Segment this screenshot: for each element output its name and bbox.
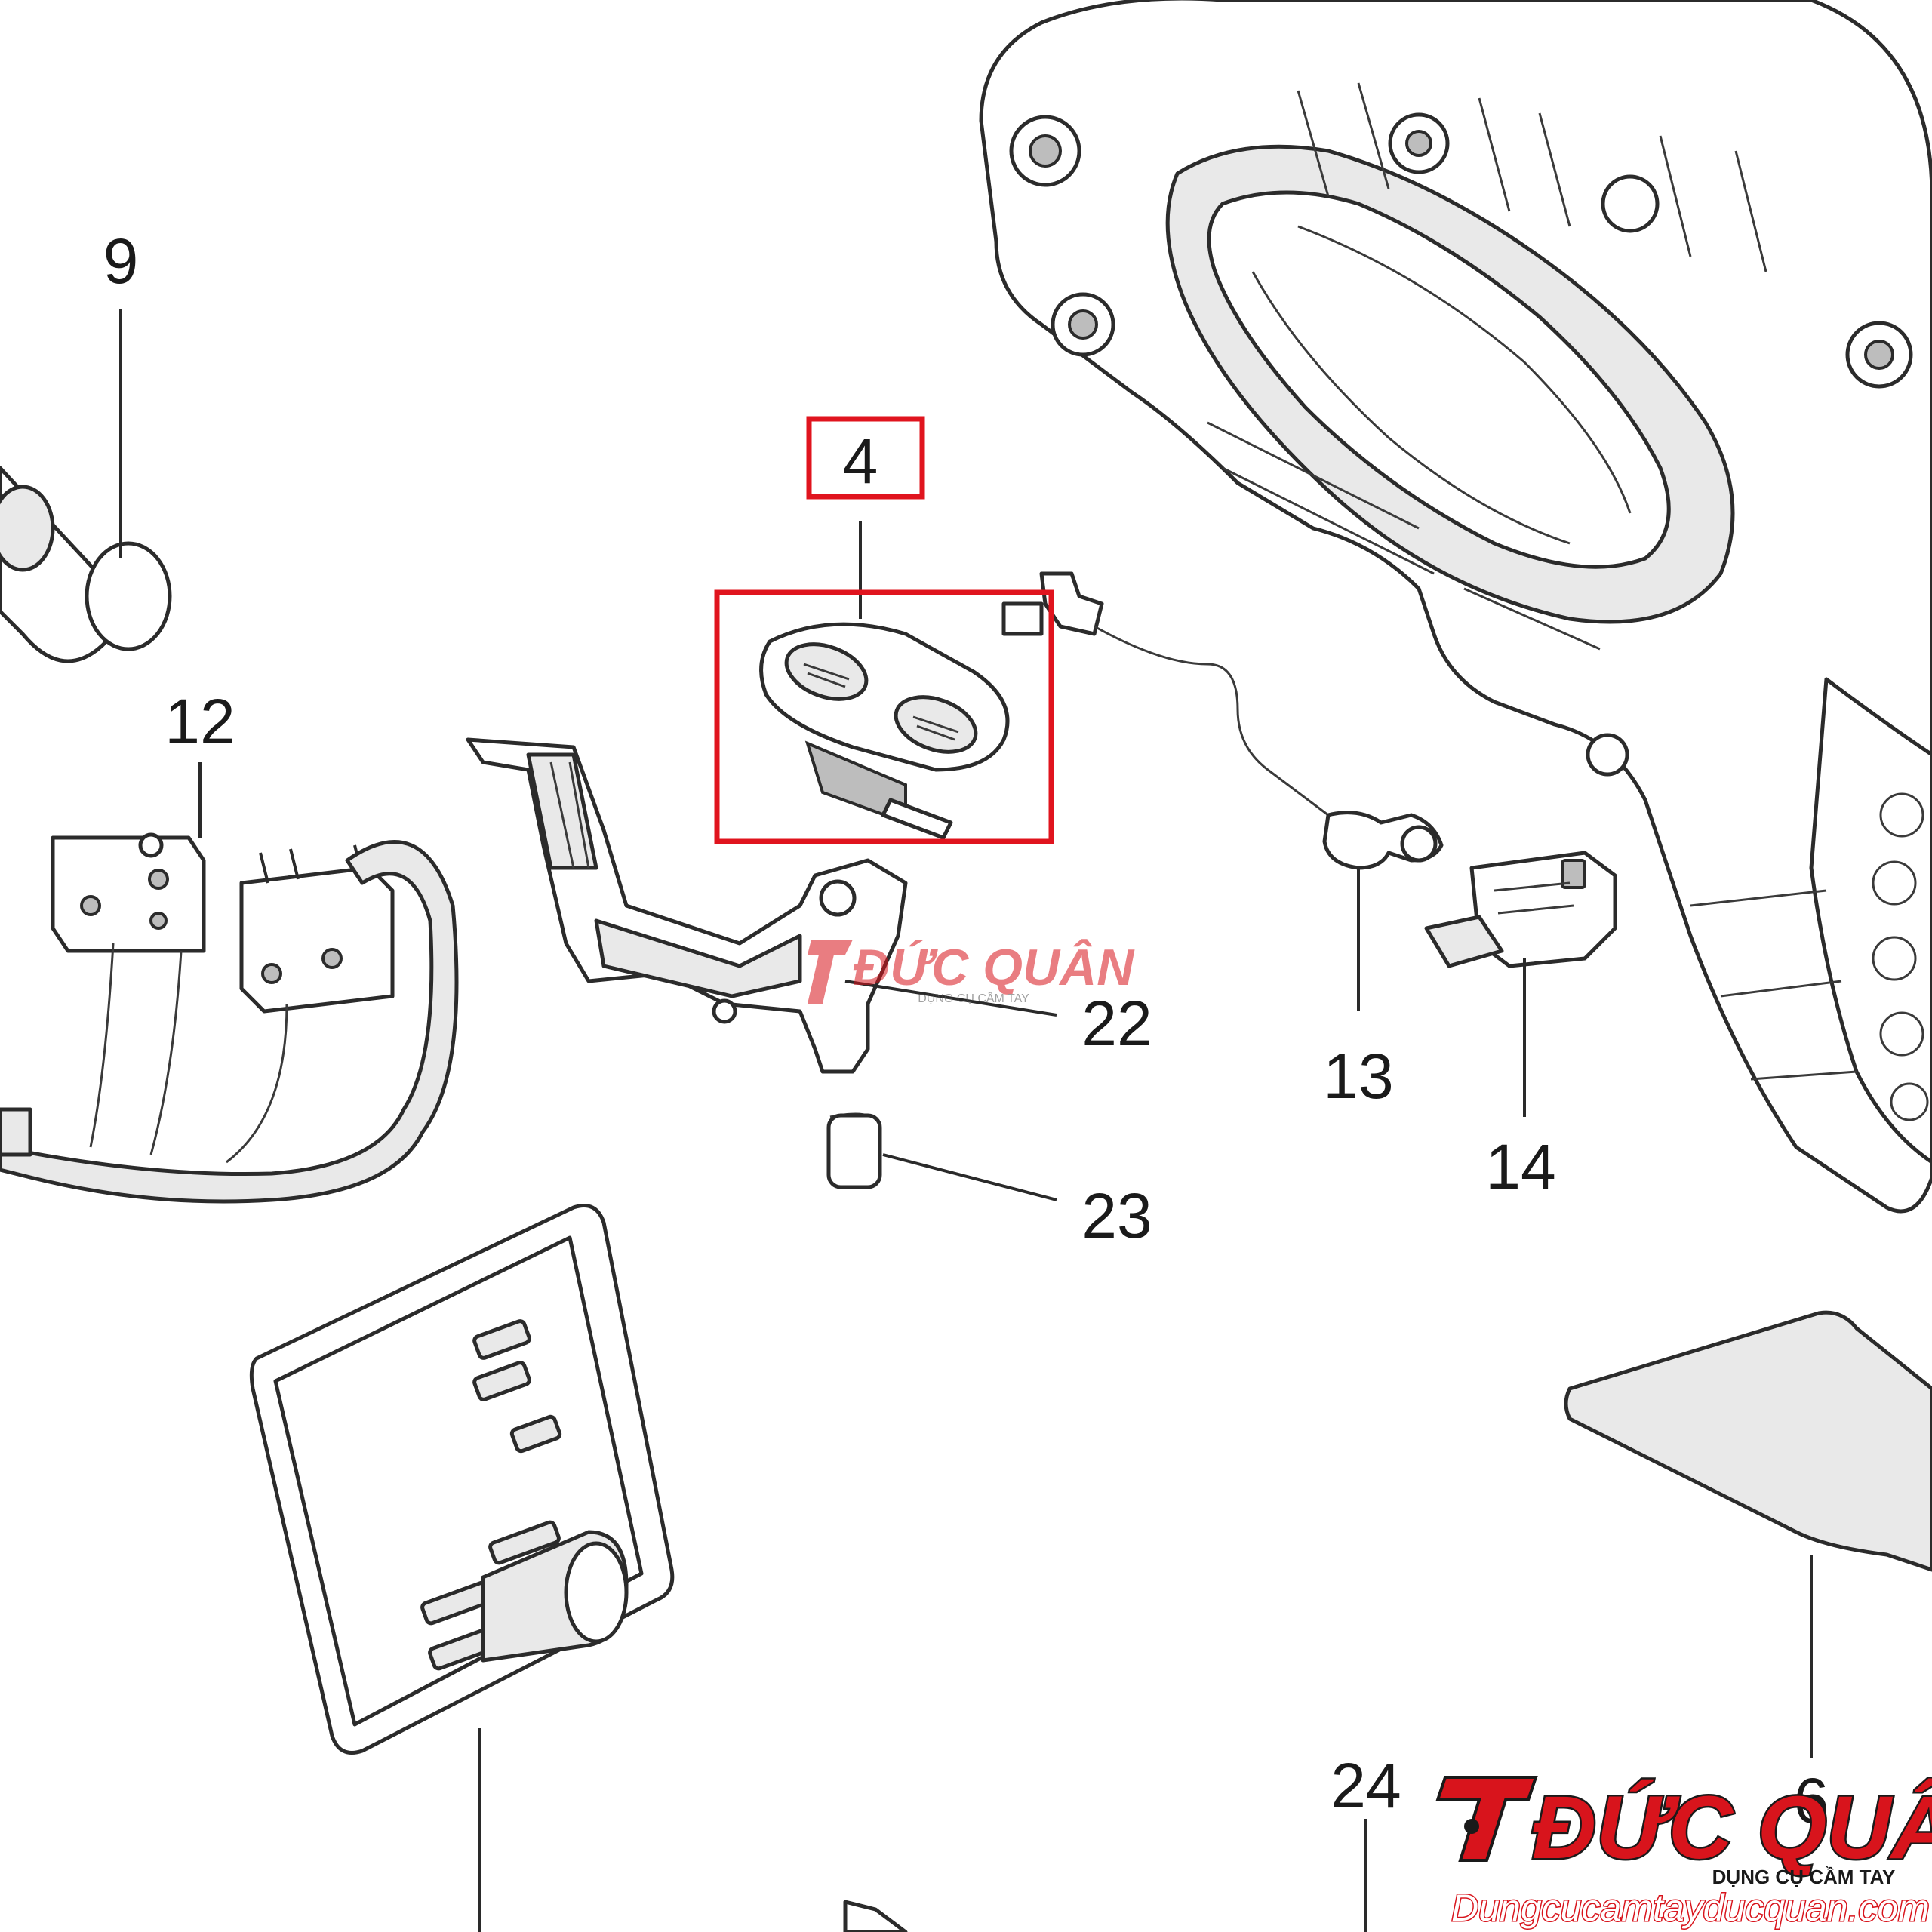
label-part-24: 24 xyxy=(1331,1750,1401,1821)
part-13-sensor-wire xyxy=(1001,571,1444,1011)
brand-logo-mark xyxy=(1435,1776,1538,1862)
label-part-13: 13 xyxy=(1323,1041,1393,1112)
part-22-trigger xyxy=(466,737,1057,1074)
part-14-switch xyxy=(1424,851,1617,1117)
watermark-tagline: DỤNG CỤ CẦM TAY xyxy=(1712,1866,1896,1888)
watermark-bottom-right: ĐỨC QUÂN DỤNG CỤ CẦM TAY Dungcucamtayduc… xyxy=(1434,1776,1932,1930)
label-part-9: 9 xyxy=(103,226,139,297)
tool-housing-part xyxy=(979,0,1932,1214)
part-23-spring xyxy=(826,1112,1057,1201)
label-part-4: 4 xyxy=(843,426,878,497)
label-part-22: 22 xyxy=(1081,988,1152,1059)
drill-bit-icon xyxy=(1464,1819,1479,1834)
part-4-switch-button xyxy=(759,521,1010,840)
highlight-box-part-4 xyxy=(714,589,1054,844)
part-24-edge xyxy=(843,1900,908,1932)
brand-logo-mark-small xyxy=(808,940,853,1004)
watermark-center: ĐỨC QUÂN DỤNG CỤ CẦM TAY xyxy=(808,938,1135,1005)
label-part-6: 6 xyxy=(1794,1765,1829,1836)
watermark-brand-center: ĐỨC QUÂN xyxy=(853,938,1135,996)
highlight-box-label-4 xyxy=(806,416,925,500)
pcb-board xyxy=(249,1204,675,1932)
label-part-14: 14 xyxy=(1485,1131,1555,1202)
watermark-website: Dungcucamtayducquan.com xyxy=(1451,1887,1930,1929)
part-6-plate xyxy=(1564,1310,1932,1758)
part-9-roller xyxy=(0,309,172,663)
watermark-brand: ĐỨC QUÂN xyxy=(1532,1777,1932,1878)
watermark-tagline-center: DỤNG CỤ CẦM TAY xyxy=(918,991,1029,1005)
label-part-23: 23 xyxy=(1081,1180,1152,1251)
part-12-switches xyxy=(0,762,459,1204)
label-part-12: 12 xyxy=(165,686,235,757)
